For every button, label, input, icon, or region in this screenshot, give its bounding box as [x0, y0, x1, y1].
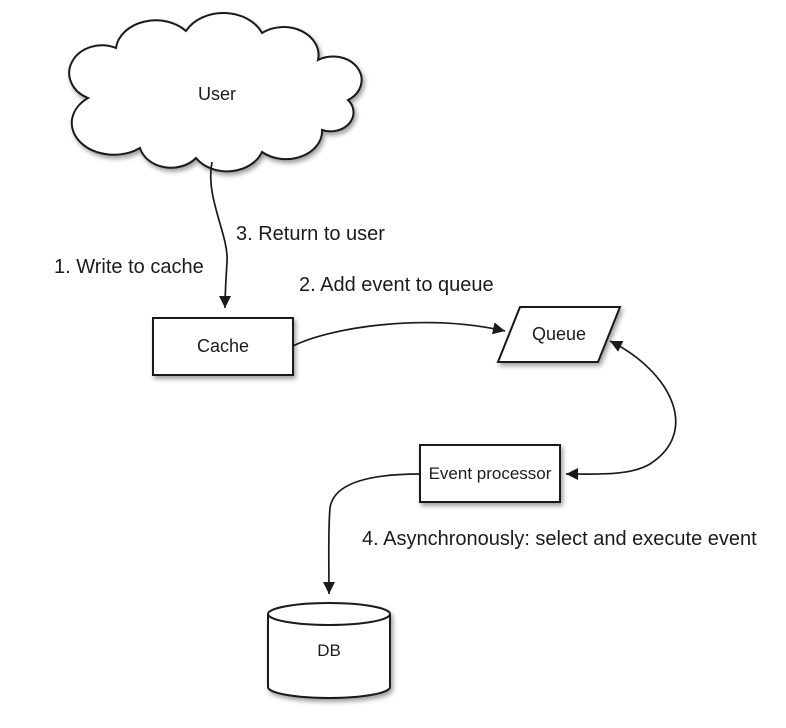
edge-queue-event-processor-bidirectional: [565, 340, 677, 481]
step2-label: 2. Add event to queue: [299, 274, 494, 296]
event-processor-box-shape: [419, 444, 561, 503]
edge-user-to-cache: [209, 161, 232, 309]
step1-label: 1. Write to cache: [54, 256, 204, 278]
step4-label: 4. Asynchronously: select and execute ev…: [362, 528, 757, 550]
event-processor-node-label: Event processor: [428, 463, 552, 483]
step3-label: 3. Return to user: [236, 223, 385, 245]
user-node-label: User: [197, 83, 236, 104]
db-cylinder-shape: [267, 602, 391, 699]
edge-event-processor-to-db: [322, 473, 421, 595]
edge-cache-to-queue: [292, 321, 506, 347]
cache-node-label: Cache: [196, 336, 250, 356]
queue-node-label: Queue: [531, 324, 587, 344]
user-cloud-shape: [68, 12, 363, 173]
db-node-label: DB: [317, 641, 341, 660]
cache-box-shape: [152, 317, 294, 376]
